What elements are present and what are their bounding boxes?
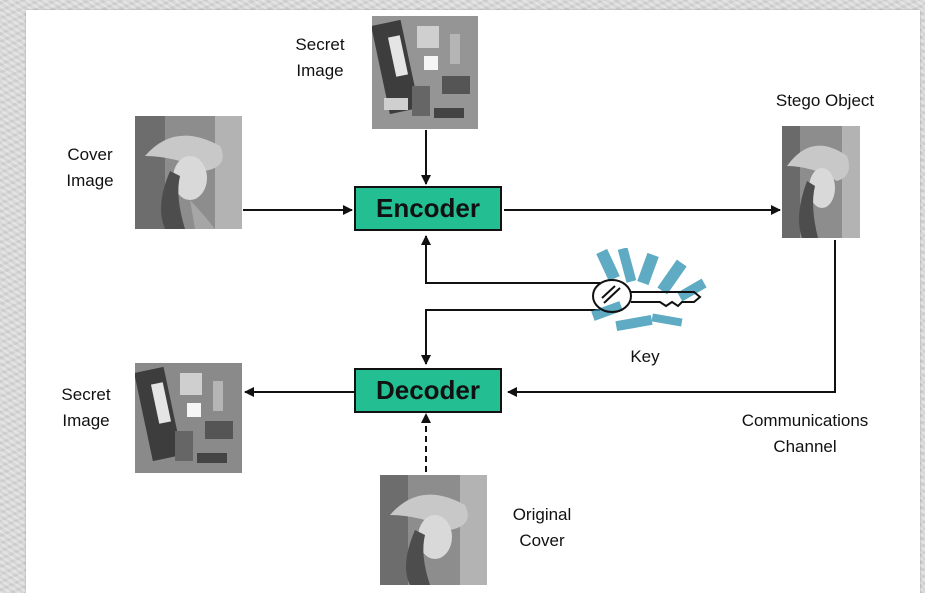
portrait-photo-icon	[782, 126, 860, 238]
encoder-box: Encoder	[354, 186, 502, 231]
cover-image-line1: Cover	[67, 145, 113, 164]
cover-image-label: Cover Image	[48, 142, 132, 194]
stego-object-label: Stego Object	[760, 88, 890, 114]
portrait-photo-icon	[135, 116, 242, 229]
communications-channel-line2: Channel	[773, 437, 837, 456]
decoder-box: Decoder	[354, 368, 502, 413]
communications-channel-label: Communications Channel	[710, 408, 900, 460]
secret-image-thumbnail-bottom	[135, 363, 242, 473]
stego-object-thumbnail	[782, 126, 860, 238]
encoder-label: Encoder	[375, 193, 481, 223]
secret-image-bottom-label: Secret Image	[44, 382, 128, 434]
secret-image-bottom-line2: Image	[62, 411, 110, 430]
key-text: Key	[630, 347, 660, 366]
original-cover-line2: Cover	[519, 531, 565, 550]
communications-channel-line1: Communications	[741, 411, 869, 430]
secret-image-bottom-line1: Secret	[61, 385, 111, 404]
original-cover-line1: Original	[512, 505, 572, 524]
secret-image-top-line2: Image	[296, 61, 344, 80]
portrait-photo-icon	[380, 475, 487, 585]
cover-image-thumbnail	[135, 116, 242, 229]
secret-image-top-line1: Secret	[295, 35, 345, 54]
arrow-key-to-encoder	[421, 235, 600, 284]
arrow-channel-to-decoder	[507, 240, 836, 397]
secret-image-top-label: Secret Image	[278, 32, 362, 84]
original-cover-thumbnail	[380, 475, 487, 585]
original-cover-label: Original Cover	[500, 502, 584, 554]
key-label: Key	[620, 344, 670, 370]
circuit-board-photo-icon	[372, 16, 478, 129]
circuit-board-photo-icon	[135, 363, 242, 473]
key-icon	[591, 248, 707, 332]
arrow-key-to-decoder	[421, 309, 600, 365]
stego-object-text: Stego Object	[775, 91, 875, 110]
secret-image-thumbnail-top	[372, 16, 478, 129]
decoder-label: Decoder	[375, 375, 481, 405]
cover-image-line2: Image	[66, 171, 114, 190]
